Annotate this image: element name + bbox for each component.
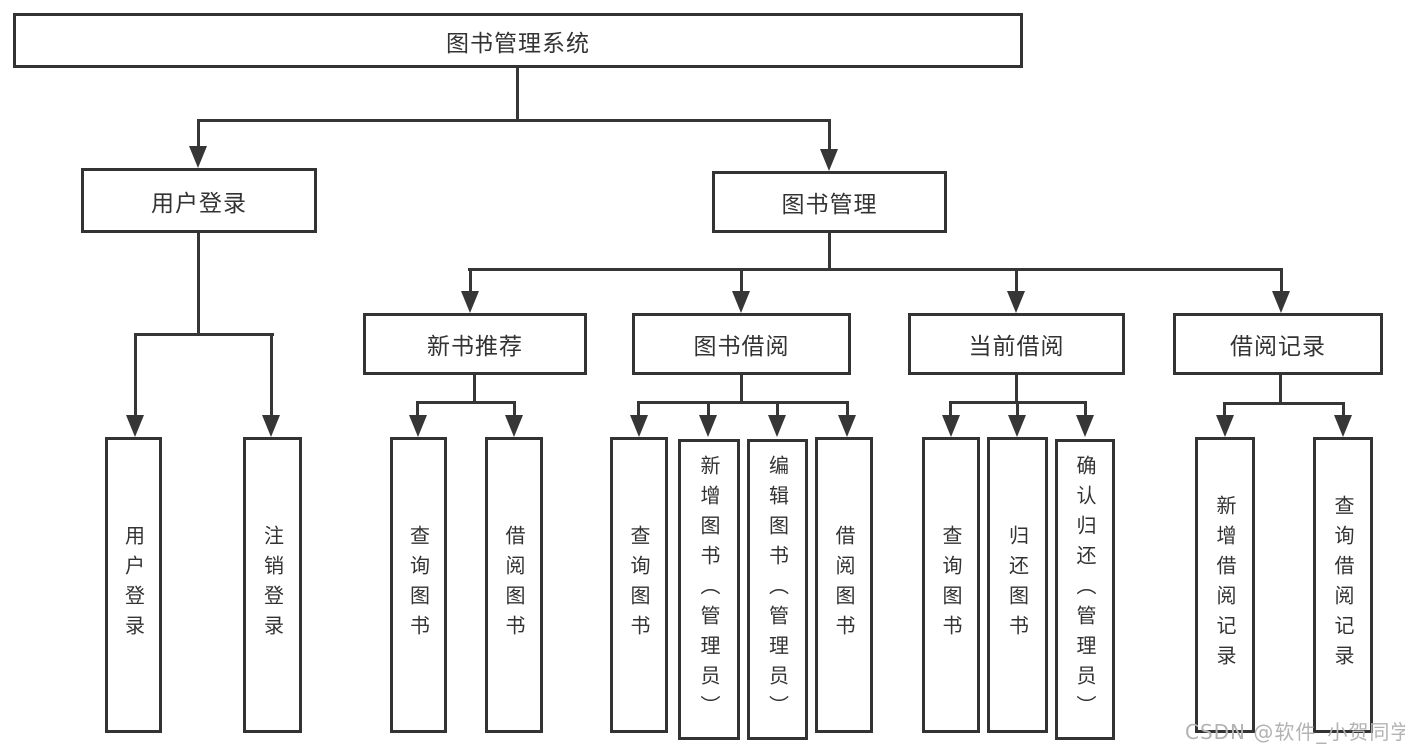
arrow-down-icon [1272,291,1290,313]
leaf-logout: 注销登录 [243,437,302,733]
connector [134,333,137,417]
connector-user-login-stem [197,119,200,149]
connector [740,375,743,403]
connector [1223,402,1226,417]
leaf-edit-books-admin: 编辑图书（管理员） [747,439,808,740]
connector [707,401,710,417]
arrow-down-icon [1334,415,1352,437]
connector [740,268,743,293]
leaf-query-books-1: 查询图书 [390,437,447,733]
node-book-borrowing: 图书借阅 [632,313,851,375]
connector [949,401,952,417]
leaf-add-borrow-record: 新增借阅记录 [1195,437,1255,733]
connector [416,401,419,417]
connector [1016,401,1019,417]
connector-level3-rail [468,268,1283,271]
connector [1084,401,1087,417]
connector [1279,375,1282,404]
connector [469,268,472,293]
arrow-down-icon [838,415,856,437]
connector [1015,375,1018,403]
arrow-down-icon [1216,415,1234,437]
arrow-down-icon [630,415,648,437]
connector [197,233,200,335]
connector [134,333,274,336]
node-borrowing-records: 借阅记录 [1173,313,1383,375]
node-user-login: 用户登录 [81,168,317,233]
node-book-management: 图书管理 [712,171,947,233]
arrow-down-icon [768,415,786,437]
connector [1280,268,1283,293]
leaf-confirm-return-admin: 确认归还（管理员） [1055,439,1115,740]
connector-book-mgmt-stem [828,119,831,151]
connector [637,401,849,404]
leaf-query-borrow-record: 查询借阅记录 [1313,437,1373,733]
connector-root-stem [516,68,519,121]
arrow-down-icon [1008,415,1026,437]
connector [637,401,640,417]
connector [416,401,516,404]
connector [776,401,779,417]
connector-level2-rail [197,119,831,122]
leaf-return-books: 归还图书 [987,437,1048,733]
connector [1015,268,1018,293]
node-library-management-system: 图书管理系统 [13,13,1023,68]
leaf-user-login: 用户登录 [105,437,162,733]
arrow-down-icon [699,415,717,437]
connector [513,401,516,417]
arrow-down-icon [189,146,207,168]
arrow-down-icon [126,415,144,437]
leaf-add-books-admin: 新增图书（管理员） [678,439,740,740]
arrow-down-icon [820,149,838,171]
leaf-borrow-books-2: 借阅图书 [815,437,873,733]
arrow-down-icon [461,291,479,313]
connector [846,401,849,417]
connector [1223,402,1345,405]
arrow-down-icon [1007,291,1025,313]
arrow-down-icon [732,291,750,313]
connector [270,333,273,417]
arrow-down-icon [262,415,280,437]
connector [473,375,476,403]
leaf-borrow-books-1: 借阅图书 [485,437,543,733]
node-new-book-recommendation: 新书推荐 [363,313,587,375]
node-current-borrowing: 当前借阅 [908,313,1125,375]
arrow-down-icon [1076,415,1094,437]
connector [828,233,831,270]
leaf-query-books-2: 查询图书 [610,437,668,733]
arrow-down-icon [505,415,523,437]
leaf-query-books-3: 查询图书 [922,437,980,733]
arrow-down-icon [409,415,427,437]
arrow-down-icon [942,415,960,437]
connector [1342,402,1345,417]
watermark: CSDN @软件_小贺同学 [1185,720,1405,744]
